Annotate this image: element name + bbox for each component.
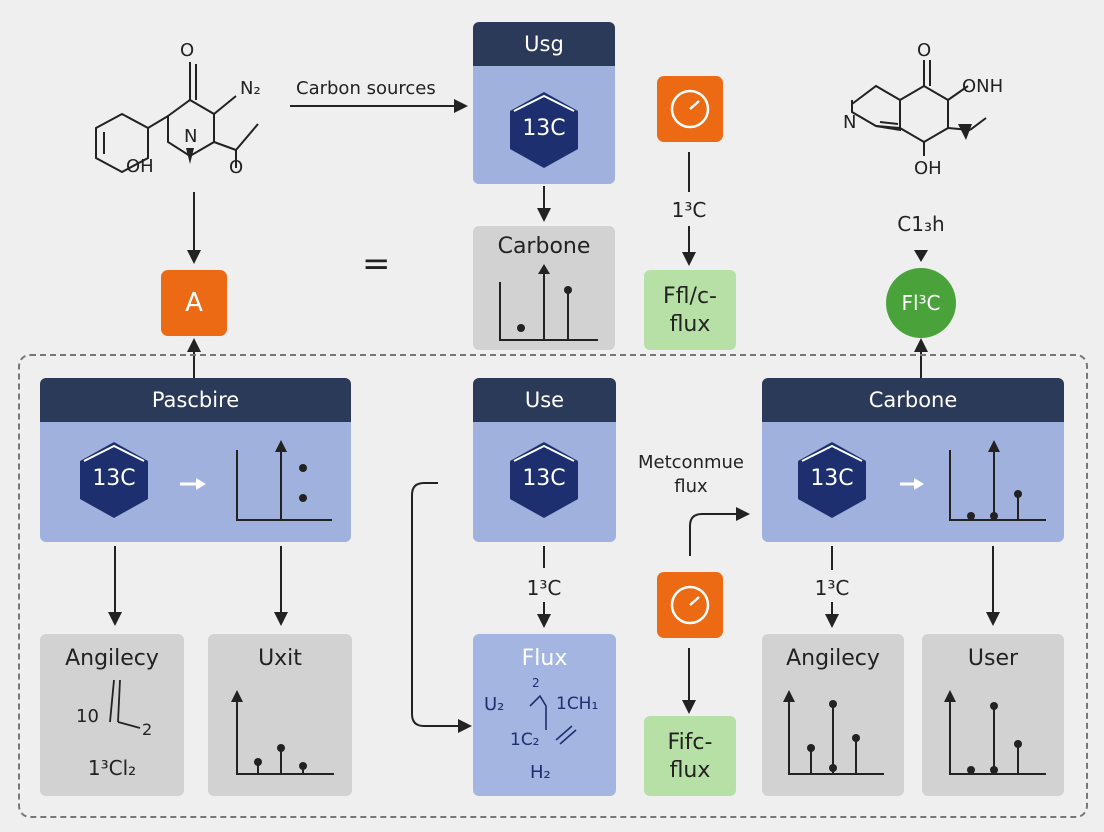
- molecule-right-o: O: [917, 40, 932, 61]
- angilecy-left-title: Angilecy: [65, 646, 159, 671]
- fflc-flux-box: Ffl/c- flux: [644, 270, 736, 350]
- metconmue-line1: Metconmue: [638, 452, 744, 473]
- molecule-left-amine: N₂: [240, 78, 261, 99]
- flux-box: Flux: [473, 634, 616, 796]
- green-circle-node: Fl³C: [886, 268, 956, 338]
- pascbire-card-title: Pascbire: [40, 378, 351, 422]
- a-box: A: [161, 270, 227, 336]
- flux-title: Flux: [521, 646, 568, 671]
- label-13c-right: 1³C: [814, 576, 850, 600]
- c13h-label: C1₃h: [897, 212, 945, 236]
- angilecy-right-title: Angilecy: [786, 646, 880, 671]
- flux-ch: 1CH₁: [556, 694, 599, 714]
- molecule-left-n: N: [184, 126, 198, 147]
- label-13c-mid: 1³C: [526, 576, 562, 600]
- fflc-flux-line2: flux: [669, 312, 711, 337]
- usg-hex-label: 13C: [522, 116, 566, 141]
- user-title: User: [967, 646, 1019, 671]
- molecule-right-onh: ONH: [962, 76, 1004, 97]
- angilecy-left-formula-c: 1³Cl₂: [87, 756, 137, 780]
- molecule-right-n: N: [843, 112, 857, 133]
- angilecy-left-formula-b: 2: [142, 720, 153, 739]
- carbon-sources-label: Carbon sources: [296, 78, 436, 99]
- molecule-right-oh: OH: [914, 158, 942, 179]
- usg-card-title: Usg: [473, 22, 615, 66]
- angilecy-left-formula-a: 10: [76, 706, 99, 727]
- fifc-flux-line1: Fifc-: [667, 730, 713, 755]
- carbone-chart-title: Carbone: [497, 234, 591, 259]
- fifc-flux-box: Fifc- flux: [644, 716, 736, 796]
- flux-h2: H₂: [530, 762, 551, 783]
- carbone-hex-label: 13C: [810, 466, 854, 491]
- metconmue-line2: flux: [674, 476, 708, 497]
- label-13c-top: 1³C: [671, 198, 707, 222]
- carbone-card-title: Carbone: [762, 378, 1064, 422]
- flux-c2: 1C₂: [510, 730, 540, 750]
- molecule-left-o2: O: [229, 157, 244, 178]
- equals-sign: =: [362, 244, 391, 284]
- flux-sup: 2: [532, 676, 540, 690]
- molecule-left-o: O: [180, 40, 195, 61]
- fflc-flux-line1: Ffl/c-: [663, 284, 717, 309]
- use-hex-label: 13C: [522, 466, 566, 491]
- flux-u2: U₂: [484, 694, 505, 715]
- angilecy-left-box: Angilecy: [40, 634, 184, 796]
- use-card-title: Use: [473, 378, 616, 422]
- dashed-group-frame: [18, 354, 1088, 818]
- molecule-left-oh: OH: [126, 156, 154, 177]
- fifc-flux-line2: flux: [669, 758, 711, 783]
- pascbire-hex-label: 13C: [92, 466, 136, 491]
- uxit-title: Uxit: [258, 646, 302, 671]
